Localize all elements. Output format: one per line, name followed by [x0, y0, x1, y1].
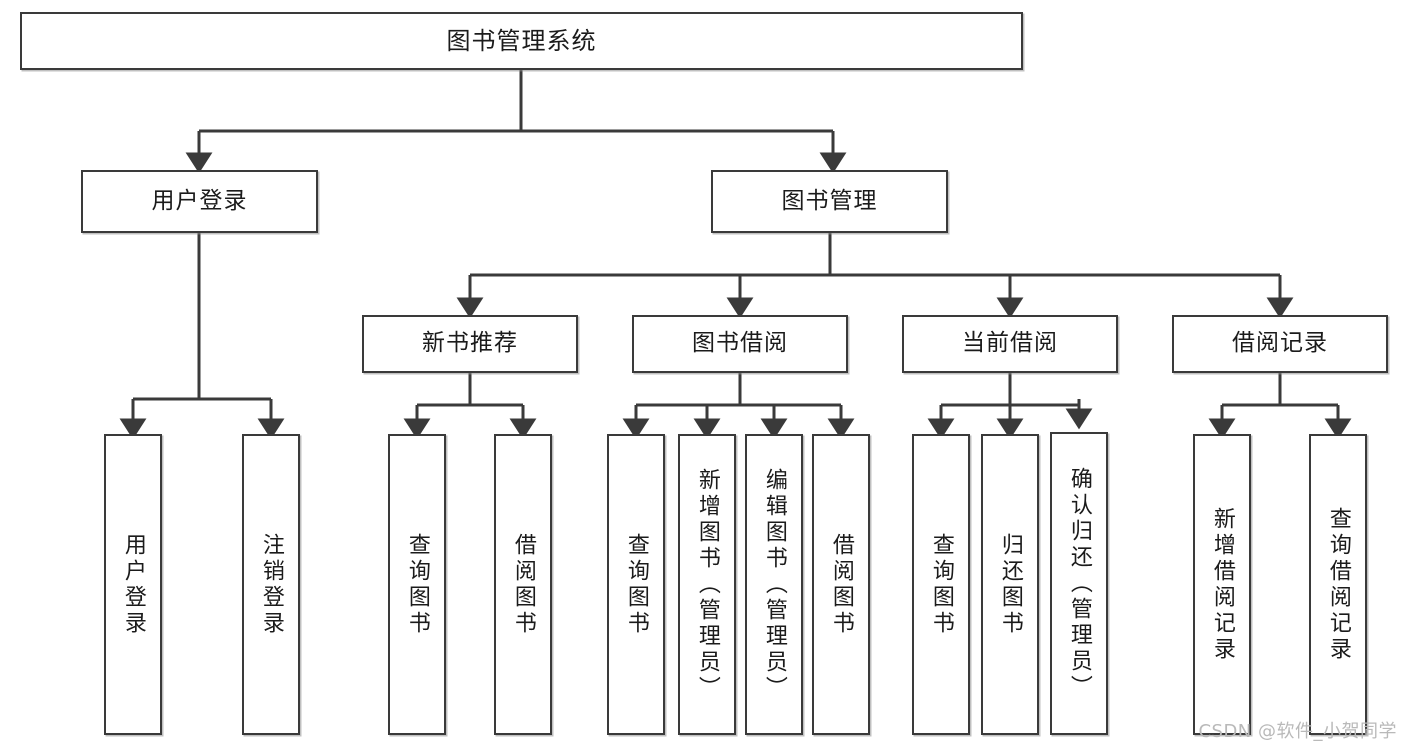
watermark-text: CSDN @软件_小贺同学 — [1198, 721, 1397, 742]
node-new-book-recommend[interactable]: 新书推荐 — [362, 315, 578, 373]
leaf-add-book-admin[interactable]: 新增图书（管理员） — [678, 434, 736, 735]
leaf-user-login[interactable]: 用户登录 — [104, 434, 162, 735]
node-label: 图书管理系统 — [446, 26, 597, 55]
node-label: 借阅图书 — [828, 532, 854, 637]
node-label: 新书推荐 — [422, 330, 518, 357]
leaf-edit-book-admin[interactable]: 编辑图书（管理员） — [745, 434, 803, 735]
leaf-query-book-new[interactable]: 查询图书 — [388, 434, 446, 735]
leaf-confirm-return-admin[interactable]: 确认归还（管理员） — [1050, 432, 1108, 735]
node-label: 查询图书 — [623, 532, 649, 637]
leaf-borrow-book-new[interactable]: 借阅图书 — [494, 434, 552, 735]
node-label: 借阅图书 — [510, 532, 536, 637]
node-label: 用户登录 — [120, 532, 146, 637]
leaf-user-logout[interactable]: 注销登录 — [242, 434, 300, 735]
node-label: 当前借阅 — [962, 330, 1058, 357]
node-label: 借阅记录 — [1232, 330, 1328, 357]
leaf-borrow-book[interactable]: 借阅图书 — [812, 434, 870, 735]
node-root-system[interactable]: 图书管理系统 — [20, 12, 1023, 70]
node-user-login[interactable]: 用户登录 — [81, 170, 318, 233]
node-label: 图书借阅 — [692, 330, 788, 357]
node-label: 编辑图书（管理员） — [761, 467, 787, 702]
node-label: 新增借阅记录 — [1209, 506, 1235, 663]
leaf-query-book-current[interactable]: 查询图书 — [912, 434, 970, 735]
node-label: 确认归还（管理员） — [1066, 466, 1092, 701]
leaf-return-book[interactable]: 归还图书 — [981, 434, 1039, 735]
node-book-management[interactable]: 图书管理 — [711, 170, 948, 233]
leaf-add-borrow-record[interactable]: 新增借阅记录 — [1193, 434, 1251, 735]
node-label: 归还图书 — [997, 532, 1023, 637]
node-book-borrow[interactable]: 图书借阅 — [632, 315, 848, 373]
node-label: 新增图书（管理员） — [694, 467, 720, 702]
node-label: 图书管理 — [781, 187, 878, 214]
node-label: 注销登录 — [258, 532, 284, 637]
node-label: 查询借阅记录 — [1325, 506, 1351, 663]
node-current-borrow[interactable]: 当前借阅 — [902, 315, 1118, 373]
leaf-query-book[interactable]: 查询图书 — [607, 434, 665, 735]
node-borrow-record[interactable]: 借阅记录 — [1172, 315, 1388, 373]
node-label: 查询图书 — [928, 532, 954, 637]
node-label: 用户登录 — [151, 187, 248, 214]
node-label: 查询图书 — [404, 532, 430, 637]
leaf-query-borrow-record[interactable]: 查询借阅记录 — [1309, 434, 1367, 735]
